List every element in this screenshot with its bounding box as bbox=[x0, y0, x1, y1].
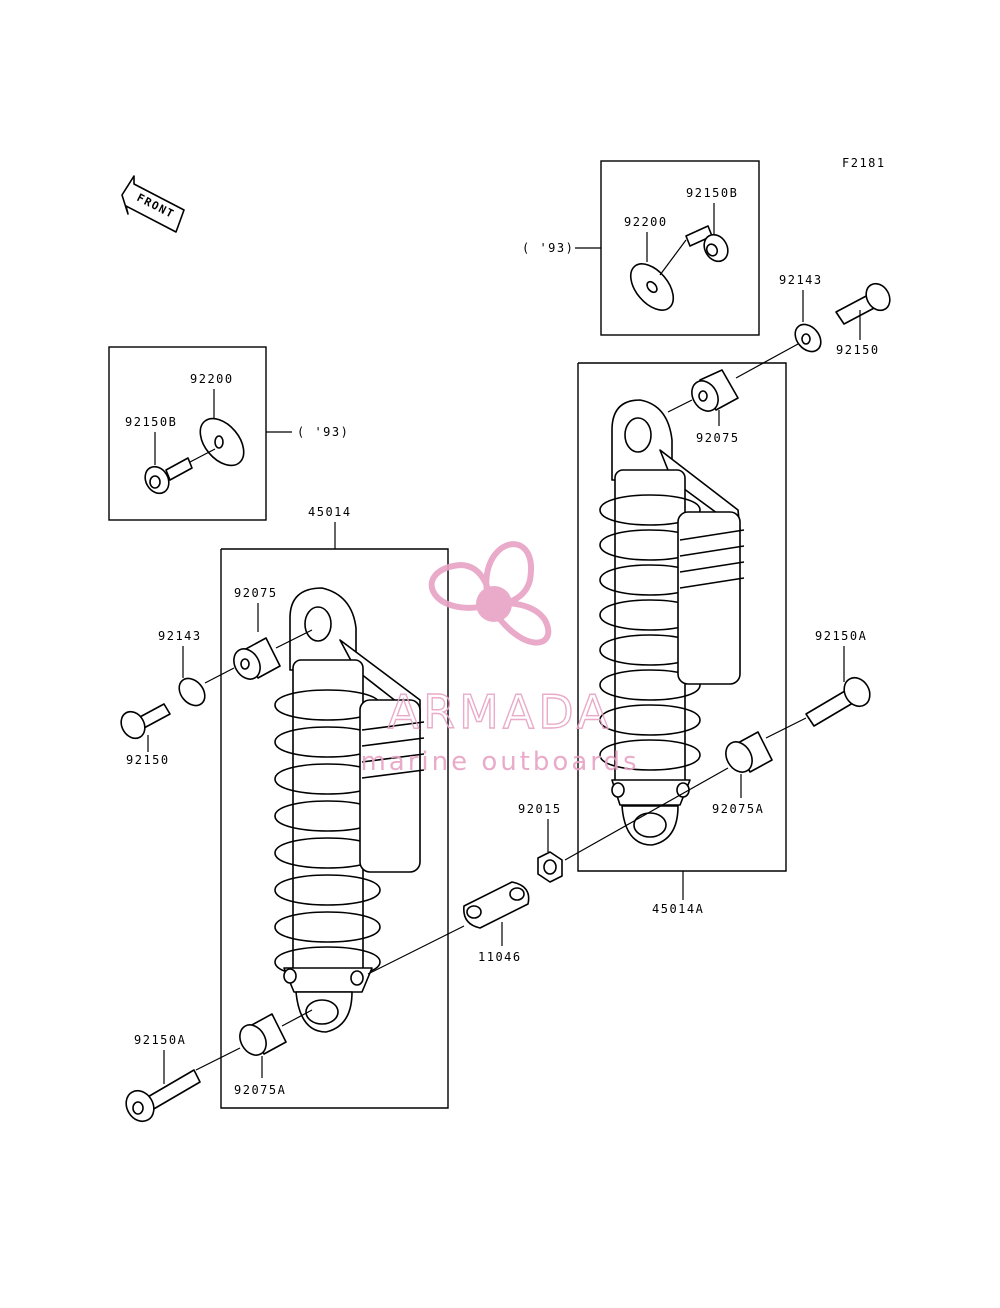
bushing-92075A-right bbox=[725, 731, 773, 773]
label-92200-top: 92200 bbox=[624, 215, 668, 229]
washer-92143-left bbox=[178, 677, 206, 707]
inset-box-93-left: ( '93) 92200 92150B bbox=[108, 346, 349, 521]
watermark-brand: ARMADA bbox=[388, 685, 613, 739]
label-92200-left: 92200 bbox=[190, 372, 234, 386]
bushing-92075-left bbox=[233, 637, 281, 680]
label-93-top: ( '93) bbox=[522, 241, 574, 255]
label-92143-left: 92143 bbox=[158, 629, 202, 643]
label-93-left: ( '93) bbox=[297, 425, 349, 439]
label-45014: 45014 bbox=[308, 505, 352, 519]
label-92150B-left: 92150B bbox=[125, 415, 177, 429]
washer-92143-right bbox=[794, 323, 822, 353]
watermark: ARMADA marine outboards bbox=[360, 541, 639, 777]
label-92150A-right: 92150A bbox=[815, 629, 867, 643]
bolt-92150B-top bbox=[659, 225, 729, 276]
bolt-92150A-left bbox=[125, 1069, 201, 1123]
label-45014A: 45014A bbox=[652, 902, 704, 916]
label-92150A-left: 92150A bbox=[134, 1033, 186, 1047]
bushing-92075A-left bbox=[239, 1013, 287, 1056]
label-92075A-right: 92075A bbox=[712, 802, 764, 816]
nut-92015 bbox=[537, 851, 563, 883]
label-11046: 11046 bbox=[478, 950, 522, 964]
front-arrow-icon: FRONT bbox=[121, 175, 185, 233]
label-92015: 92015 bbox=[518, 802, 562, 816]
label-92150-right: 92150 bbox=[836, 343, 880, 357]
label-92075-right: 92075 bbox=[696, 431, 740, 445]
label-92143-right: 92143 bbox=[779, 273, 823, 287]
propeller-icon bbox=[428, 541, 552, 646]
label-92150-left: 92150 bbox=[126, 753, 170, 767]
bolt-92150B-left bbox=[144, 448, 216, 495]
bushing-92075-right bbox=[691, 369, 739, 412]
shock-absorber-45014A: 45014A bbox=[577, 362, 787, 916]
shock-absorber-45014: 45014 bbox=[220, 505, 449, 1109]
watermark-tagline: marine outboards bbox=[360, 747, 639, 777]
washer-92200-left bbox=[199, 417, 245, 467]
bracket-11046 bbox=[463, 881, 530, 929]
bolt-92150A-right bbox=[805, 676, 871, 727]
washer-92200-top bbox=[629, 263, 675, 311]
inset-box-93-right: ( '93) 92150B 92200 bbox=[522, 160, 760, 336]
label-92150B-top: 92150B bbox=[686, 186, 738, 200]
label-92075-left: 92075 bbox=[234, 586, 278, 600]
bolt-92150-left bbox=[120, 703, 171, 740]
bolt-92150-right bbox=[835, 282, 891, 325]
figure-code: F2181 bbox=[842, 156, 886, 170]
label-92075A-left: 92075A bbox=[234, 1083, 286, 1097]
